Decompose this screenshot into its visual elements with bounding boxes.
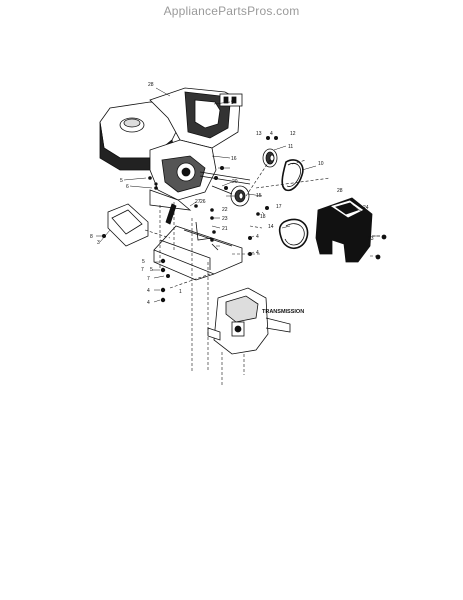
watermark-text: AppliancePartsPros.com [163, 4, 300, 18]
callout: 4 [270, 131, 273, 137]
callout: 26 [200, 199, 206, 205]
callout: 28 [337, 188, 343, 194]
callout: 1 [179, 289, 182, 295]
upper-pulley [262, 148, 278, 168]
callout: 8 [90, 234, 93, 240]
upper-belt [281, 159, 304, 192]
callout: 4 [147, 300, 150, 306]
callout: 7 [141, 267, 144, 273]
callout: 5 [142, 259, 145, 265]
callout: 5 [120, 178, 123, 184]
callout: 24 [363, 205, 369, 211]
callout: 5 [150, 267, 153, 273]
callout: 13 [256, 131, 262, 137]
callout: 28 [148, 82, 154, 88]
callout: 27 [195, 199, 201, 205]
callout: 4 [147, 288, 150, 294]
callout: 15 [256, 193, 262, 199]
callout: 7 [147, 276, 150, 282]
engine [99, 87, 251, 211]
callout: 6 [126, 184, 129, 190]
transmission [207, 287, 291, 355]
callout: 23 [368, 236, 374, 242]
callout: 12 [290, 131, 296, 137]
callout: 4 [256, 234, 259, 240]
belt-guard [315, 197, 373, 263]
callout: 4 [256, 250, 259, 256]
callout: 21 [222, 226, 228, 232]
callout: 17 [276, 204, 282, 210]
support-plate [153, 225, 243, 281]
callout: 11 [288, 144, 293, 150]
transmission-label: TRANSMISSION [262, 309, 304, 315]
bracket-rods [165, 203, 219, 251]
lower-belt [278, 218, 309, 250]
callout: 16 [231, 156, 237, 162]
callout: 22 [222, 207, 228, 213]
callout: 14 [268, 224, 274, 230]
callout: 3 [97, 240, 100, 246]
callout: 9 [231, 100, 234, 106]
callout: 23 [222, 216, 228, 222]
left-bracket [107, 203, 149, 247]
callout: 20 [232, 179, 238, 185]
callout: 18 [260, 214, 266, 220]
leader-lines [96, 87, 380, 303]
callout-numbers: 28 9 13 4 12 11 10 16 20 5 6 15 28 27 26… [90, 82, 374, 315]
callout: 10 [318, 161, 324, 167]
